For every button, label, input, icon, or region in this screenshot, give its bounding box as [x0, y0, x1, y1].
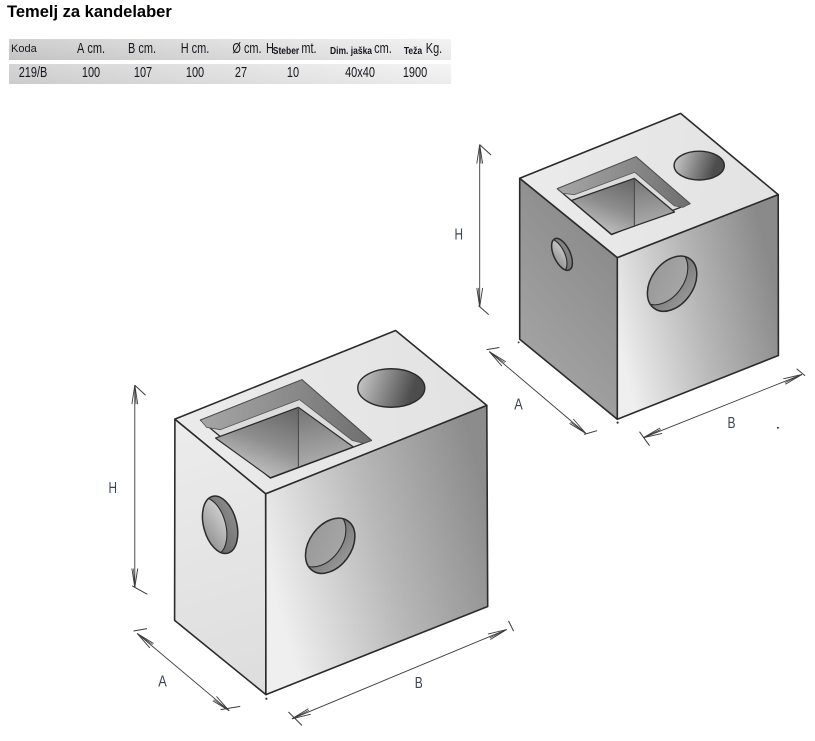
- svg-text:H: H: [455, 227, 464, 244]
- svg-text:A: A: [514, 397, 523, 414]
- svg-text:A: A: [158, 673, 167, 690]
- svg-text:H: H: [109, 480, 118, 497]
- svg-text:B: B: [728, 415, 736, 432]
- svg-text:B: B: [415, 675, 423, 692]
